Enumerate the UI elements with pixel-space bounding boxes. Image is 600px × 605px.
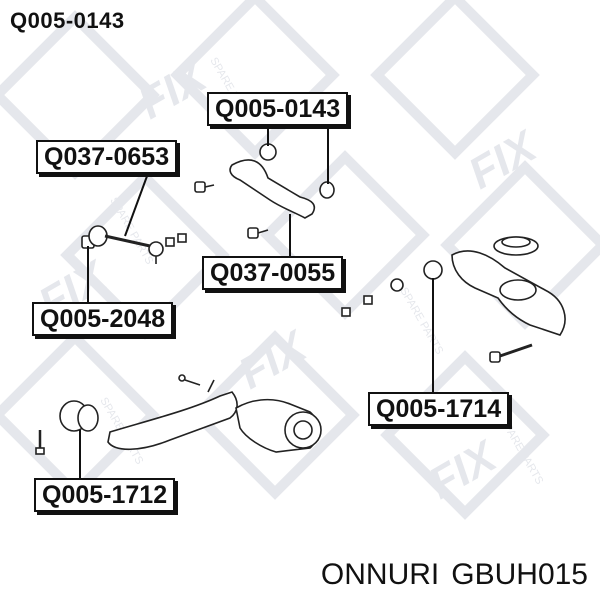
footer-caption: ONNURI GBUH015 [309, 558, 588, 592]
part-number-label: Q037-0055 [202, 256, 344, 290]
part-number: GBUH015 [451, 558, 588, 591]
bolt [489, 343, 533, 363]
part-number-label: Q005-1712 [34, 478, 176, 512]
watermark-logo: FIX [231, 321, 317, 399]
spring-seat [493, 236, 539, 256]
watermark-tagline: SPARE PARTS [107, 196, 155, 267]
lower-control-arm [451, 250, 566, 336]
part-number-label: Q005-1714 [368, 392, 510, 426]
nut [194, 181, 215, 193]
watermark-logo: FIX [421, 431, 507, 509]
watermark-logo: FIX [131, 51, 217, 129]
part-number-label: Q005-2048 [32, 302, 174, 336]
upper-arm-bushing [259, 143, 335, 199]
lower-arm-bushing [341, 260, 443, 317]
brand-name: ONNURI [320, 558, 440, 591]
lateral-link [81, 225, 187, 264]
part-number-label: Q005-0143 [207, 92, 349, 126]
watermark-tagline: SPARE PARTS [397, 286, 445, 357]
leader-lines [79, 122, 434, 478]
page-title: Q005-0143 [10, 8, 125, 33]
knuckle-hub [178, 374, 322, 453]
upper-control-arm [229, 159, 316, 219]
part-number-label: Q037-0653 [36, 140, 178, 174]
nut [247, 227, 269, 239]
trailing-arm [35, 379, 238, 455]
